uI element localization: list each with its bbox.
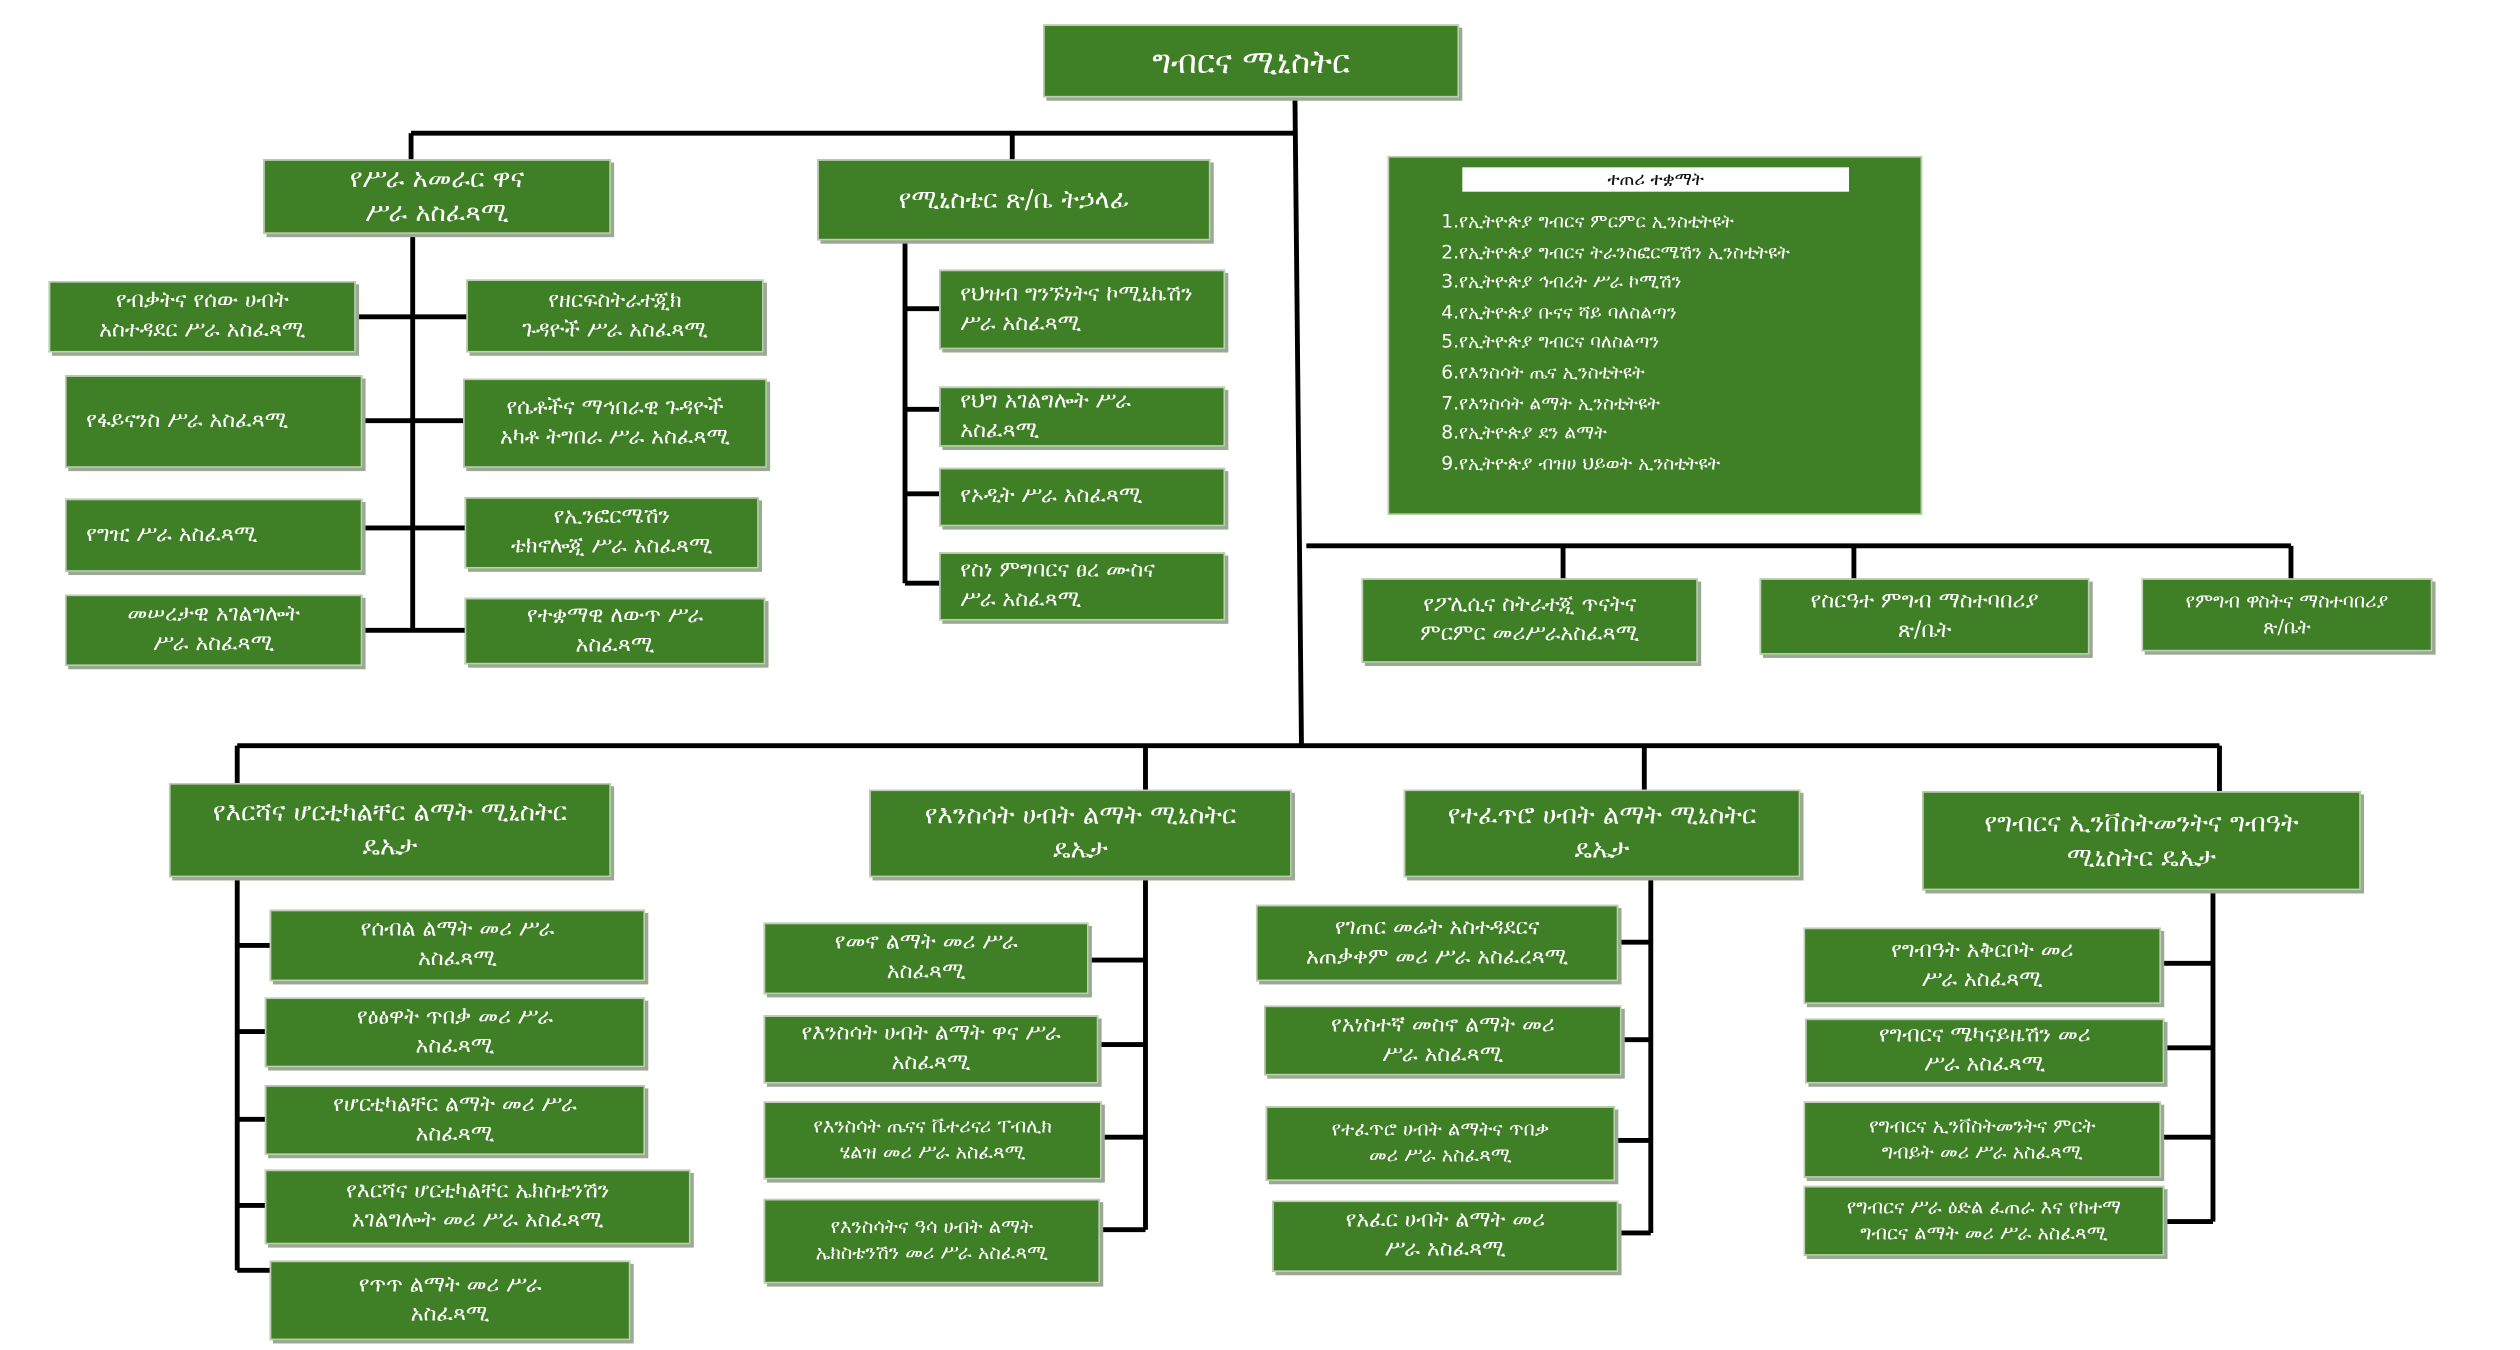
institution-item: 1.የኢትዮጵያ ግብርና ምርምር ኢንስቲትዩት [1441, 209, 1734, 233]
institution-item: 8.የኢትዮጵያ ደን ልማት [1441, 420, 1607, 444]
sm4-unit-1: የግብዓት አቅርቦት መሪ ሥራ አስፈጻሚ [1803, 927, 2161, 1004]
institution-item: 3.የኢትዮጵያ ኅብረት ሥራ ኮሚሽን [1441, 269, 1682, 293]
sm4-unit-4: የግብርና ሥራ ዕድል ፈጠራ እና የከተማ ግብርና ልማት መሪ ሥራ … [1803, 1185, 2165, 1256]
direct-office-2: የስርዓተ ምግብ ማስተባበሪያ ጽ/ቤት [1759, 578, 2090, 655]
chief-right-unit-1: የዘርፍስትራተጂክ ጉዳዮች ሥራ አስፈጻሚ [466, 279, 764, 353]
office-unit-1: የህዝብ ግንኙነትና ኮሚኒኬሽን ሥራ አስፈጻሚ [939, 269, 1226, 350]
state-minister-3-box: የተፈጥሮ ሀብት ልማት ሚኒስትር ዴኤታ [1403, 789, 1801, 878]
chief-right-unit-3: የኢንፎርሜሽን ቴክኖሎጂ ሥራ አስፈጻሚ [464, 497, 759, 569]
sm2-unit-3: የእንስሳት ጤናና ቬተሪናሪ ፐብሊክ ሄልዝ መሪ ሥራ አስፈጻሚ [763, 1101, 1102, 1180]
sm1-unit-4: የእርሻና ሆርቲካልቸር ኤክስቴንሽን አገልግሎት መሪ ሥራ አስፈጻሚ [264, 1169, 691, 1245]
office-unit-3: የኦዲት ሥራ አስፈጻሚ [939, 467, 1226, 527]
office-unit-2: የህግ አገልግሎት ሥራ አስፈጻሚ [939, 386, 1226, 447]
chief-left-unit-2: የፋይናንስ ሥራ አስፈጻሚ [64, 375, 363, 468]
sm3-unit-3: የተፈጥሮ ሀብት ልማትና ጥበቃ መሪ ሥራ አስፈጻሚ [1265, 1106, 1616, 1182]
sm1-unit-2: የዕፅዋት ጥበቃ መሪ ሥራ አስፈጻሚ [264, 997, 646, 1068]
institution-item: 5.የኢትዮጵያ ግብርና ባለስልጣን [1441, 330, 1660, 354]
institution-item: 6.የእንስሳት ጤና ኢንስቲትዩት [1441, 360, 1645, 384]
minister-box: ግብርና ሚኒስትር [1043, 24, 1460, 98]
office-unit-4: የስነ ምግባርና ፀረ ሙስና ሥራ አስፈጻሚ [939, 552, 1226, 621]
chief-left-unit-1: የብቃትና የሰው ሀብት አስተዳደር ሥራ አስፈጻሚ [48, 281, 356, 353]
institution-item: 4.የኢትዮጵያ ቡናና ሻይ ባለስልጣን [1441, 300, 1677, 323]
sm3-unit-1: የገጠር መሬት አስተዳደርና አጠቃቀም መሪ ሥራ አስፈረጻሚ [1255, 904, 1619, 982]
state-minister-1-box: የእርሻና ሆርቲካልቸር ልማት ሚኒስትር ዴኤታ [168, 783, 611, 878]
institution-item: 2.የኢትዮጵያ ግብርና ትራንስፎርሜሽን ኢንስቲትዩት [1441, 239, 1790, 263]
sm1-unit-3: የሆርቲካልቸር ልማት መሪ ሥራ አስፈጻሚ [264, 1085, 646, 1156]
sm2-unit-1: የመኖ ልማት መሪ ሥራ አስፈጻሚ [763, 922, 1089, 995]
institution-item: 9.የኢትዮጵያ ብዝሀ ህይወት ኢንስቲትዩት [1441, 451, 1721, 474]
chief-of-staff-box: የሥራ አመራር ዋና ሥራ አስፈጻሚ [263, 159, 611, 234]
direct-office-1: የፖሊሲና ስትራተጂ ጥናትና ምርምር መሪሥራአስፈጻሚ [1361, 578, 1698, 663]
sm1-unit-5: የጥጥ ልማት መሪ ሥራ አስፈጻሚ [269, 1260, 631, 1341]
chief-left-unit-4: መሠረታዊ አገልግሎት ሥራ አስፈጻሚ [64, 594, 363, 667]
sm2-unit-2: የእንስሳት ሀብት ልማት ዋና ሥራ አስፈጻሚ [763, 1015, 1099, 1084]
sm3-unit-2: የአነስተኛ መስኖ ልማት መሪ ሥራ አስፈጻሚ [1264, 1005, 1622, 1076]
chief-right-unit-4: የተቋማዊ ለውጥ ሥራ አስፈጻሚ [464, 597, 766, 665]
state-minister-2-box: የእንስሳት ሀብት ልማት ሚኒስትር ዴኤታ [869, 789, 1292, 878]
chief-left-unit-3: የግዢ ሥራ አስፈጻሚ [64, 498, 363, 572]
affiliated-institutions-title: ተጠሪ ተቋማት [1462, 167, 1850, 192]
affiliated-institutions-panel: ተጠሪ ተቋማት 1.የኢትዮጵያ ግብርና ምርምር ኢንስቲትዩት 2.የኢ… [1387, 155, 1923, 515]
institution-item: 7.የእንስሳት ልማት ኢንስቲትዩት [1441, 390, 1661, 414]
sm4-unit-2: የግብርና ሜካናይዜሽን መሪ ሥራ አስፈጻሚ [1805, 1018, 2165, 1084]
chief-right-unit-2: የሴቶችና ማኅበራዊ ጉዳዮች አካቶ ትግበራ ሥራ አስፈጻሚ [463, 378, 767, 468]
affiliated-institutions-list: 1.የኢትዮጵያ ግብርና ምርምር ኢንስቲትዩት 2.የኢትዮጵያ ግብርና… [1441, 206, 1790, 478]
sm1-unit-1: የሰብል ልማት መሪ ሥራ አስፈጻሚ [269, 909, 646, 982]
direct-office-3: የምግብ ዋስትና ማስተባበሪያ ጽ/ቤት [2141, 578, 2433, 652]
minister-office-box: የሚኒስቴር ጽ/ቤ ትኃላፊ [817, 159, 1211, 241]
sm3-unit-4: የአፈር ሀብት ልማት መሪ ሥራ አስፈጻሚ [1272, 1200, 1619, 1272]
sm2-unit-4: የእንስሳትና ዓሳ ሀብት ልማት ኤክስቴንሽን መሪ ሥራ አስፈጻሚ [763, 1198, 1100, 1284]
sm4-unit-3: የግብርና ኢንቨስትመንትና ምርት ግብይት መሪ ሥራ አስፈጻሚ [1803, 1101, 2161, 1178]
state-minister-4-box: የግብርና ኢንቨስትመንትና ግብዓት ሚኒስትር ዴኤታ [1922, 791, 2361, 891]
